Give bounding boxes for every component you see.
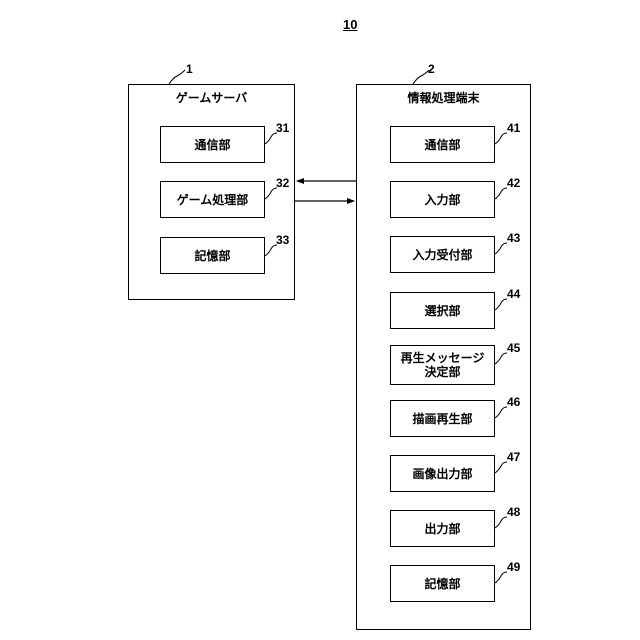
ref-44: 44: [507, 287, 520, 301]
ref-43: 43: [507, 231, 520, 245]
ref-46: 46: [507, 395, 520, 409]
unit-label: 画像出力部: [412, 467, 472, 481]
terminal-output-unit: 出力部: [390, 510, 495, 547]
terminal-playback-message-determination-unit: 再生メッセージ 決定部: [390, 345, 495, 385]
terminal-input-unit: 入力部: [390, 181, 495, 218]
leader-ref-2: [413, 70, 429, 84]
server-game-processing-unit: ゲーム処理部: [160, 181, 265, 218]
server-communication-unit: 通信部: [160, 126, 265, 163]
terminal-storage-unit: 記憶部: [390, 565, 495, 602]
info-terminal-title: 情報処理端末: [356, 89, 531, 106]
unit-label: ゲーム処理部: [177, 193, 249, 207]
ref-42: 42: [507, 176, 520, 190]
unit-label: 通信部: [194, 138, 230, 152]
unit-label: 出力部: [424, 522, 460, 536]
unit-label: 入力受付部: [412, 248, 472, 262]
terminal-selection-unit: 選択部: [390, 292, 495, 329]
terminal-communication-unit: 通信部: [390, 126, 495, 163]
unit-label: 入力部: [424, 193, 460, 207]
ref-41: 41: [507, 121, 520, 135]
unit-label-line2: 決定部: [424, 365, 460, 379]
ref-47: 47: [507, 450, 520, 464]
terminal-image-output-unit: 画像出力部: [390, 455, 495, 492]
terminal-input-acceptance-unit: 入力受付部: [390, 236, 495, 273]
unit-label: 記憶部: [424, 577, 460, 591]
unit-label: 記憶部: [194, 249, 230, 263]
terminal-ref-label: 2: [428, 62, 435, 76]
server-storage-unit: 記憶部: [160, 237, 265, 274]
ref-33: 33: [276, 233, 289, 247]
ref-31: 31: [276, 121, 289, 135]
leader-ref-1: [169, 70, 185, 84]
ref-49: 49: [507, 560, 520, 574]
game-server-title: ゲームサーバ: [128, 89, 295, 106]
unit-label: 通信部: [424, 138, 460, 152]
ref-32: 32: [276, 176, 289, 190]
server-ref-label: 1: [186, 62, 193, 76]
unit-label: 選択部: [424, 304, 460, 318]
unit-label-line1: 再生メッセージ: [401, 351, 485, 365]
figure-number: 10: [343, 17, 357, 32]
ref-45: 45: [507, 341, 520, 355]
terminal-drawing-playback-unit: 描画再生部: [390, 400, 495, 437]
ref-48: 48: [507, 505, 520, 519]
unit-label: 描画再生部: [412, 412, 472, 426]
